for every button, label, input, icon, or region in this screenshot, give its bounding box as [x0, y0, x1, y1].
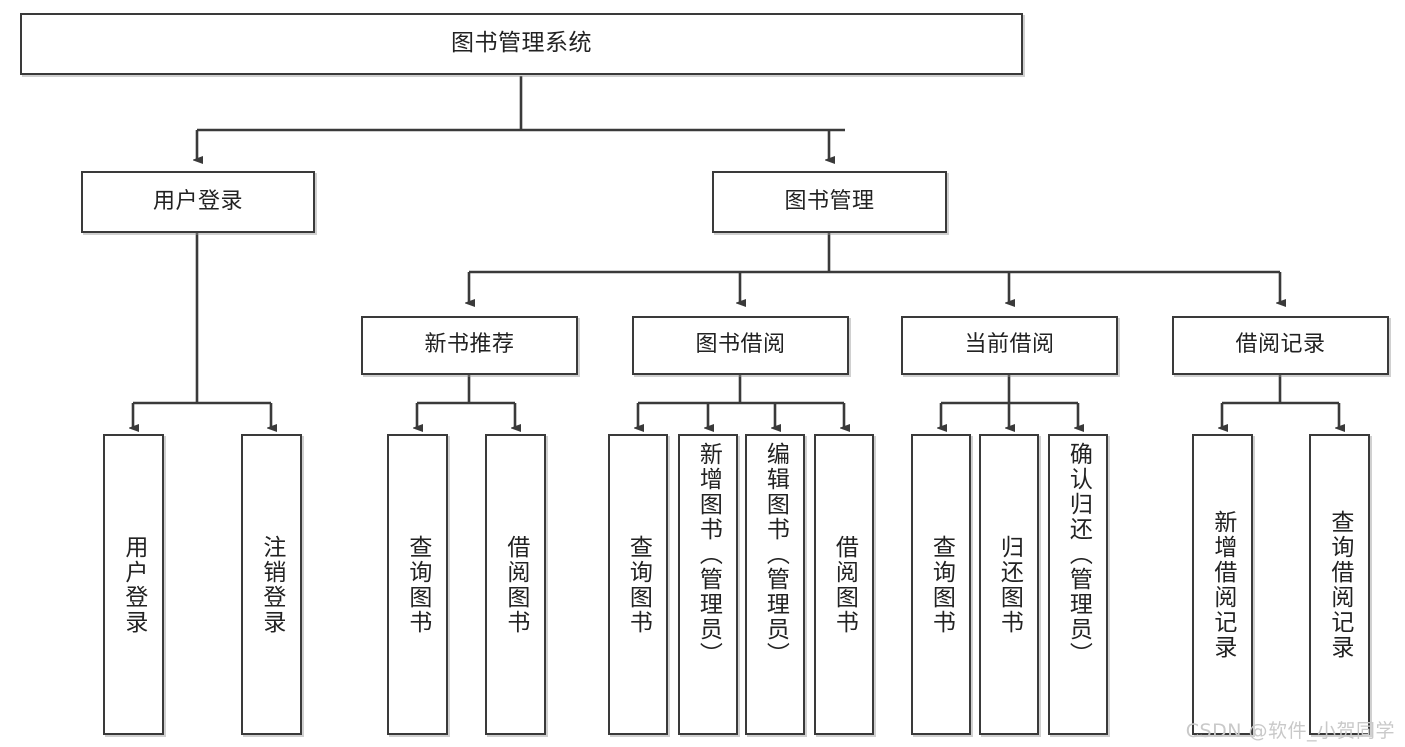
node-label: 图书管理系统 [451, 30, 592, 57]
leaf-edit-book-admin[interactable]: 编辑图书（管理员） [745, 434, 805, 735]
node-label: 用户登录 [152, 188, 243, 214]
node-label: 查询图书 [625, 534, 652, 635]
node-label: 新增图书（管理员） [695, 442, 722, 667]
node-label: 借阅图书 [502, 534, 529, 635]
node-user-login[interactable]: 用户登录 [81, 171, 315, 233]
leaf-query-book-recommend[interactable]: 查询图书 [387, 434, 448, 735]
leaf-add-borrow-record[interactable]: 新增借阅记录 [1192, 434, 1253, 735]
leaf-query-book-borrow[interactable]: 查询图书 [608, 434, 668, 735]
leaf-add-book-admin[interactable]: 新增图书（管理员） [678, 434, 738, 735]
node-root-book-management-system[interactable]: 图书管理系统 [20, 13, 1023, 75]
node-label: 查询图书 [928, 534, 955, 635]
leaf-return-book[interactable]: 归还图书 [979, 434, 1039, 735]
leaf-query-book-current[interactable]: 查询图书 [911, 434, 971, 735]
node-label: 新增借阅记录 [1209, 509, 1236, 660]
node-label: 借阅记录 [1235, 332, 1326, 358]
node-label: 注销登录 [258, 534, 285, 635]
node-label: 借阅图书 [831, 534, 858, 635]
node-new-book-recommend[interactable]: 新书推荐 [361, 316, 578, 375]
node-label: 当前借阅 [964, 332, 1055, 358]
node-label: 用户登录 [120, 534, 147, 635]
node-current-borrow[interactable]: 当前借阅 [901, 316, 1118, 375]
node-label: 归还图书 [996, 534, 1023, 635]
node-label: 图书管理 [784, 188, 875, 214]
node-borrow-record[interactable]: 借阅记录 [1172, 316, 1389, 375]
node-label: 新书推荐 [424, 332, 515, 358]
node-label: 查询借阅记录 [1326, 509, 1353, 660]
leaf-confirm-return-admin[interactable]: 确认归还（管理员） [1048, 434, 1108, 735]
node-label: 图书借阅 [695, 332, 786, 358]
leaf-borrow-book[interactable]: 借阅图书 [814, 434, 874, 735]
leaf-borrow-book-recommend[interactable]: 借阅图书 [485, 434, 546, 735]
node-label: 编辑图书（管理员） [762, 442, 789, 667]
node-book-borrow[interactable]: 图书借阅 [632, 316, 849, 375]
node-label: 确认归还（管理员） [1065, 442, 1092, 667]
node-label: 查询图书 [404, 534, 431, 635]
leaf-query-borrow-record[interactable]: 查询借阅记录 [1309, 434, 1370, 735]
leaf-logout-login[interactable]: 注销登录 [241, 434, 302, 735]
node-book-management[interactable]: 图书管理 [712, 171, 947, 233]
leaf-user-login[interactable]: 用户登录 [103, 434, 164, 735]
